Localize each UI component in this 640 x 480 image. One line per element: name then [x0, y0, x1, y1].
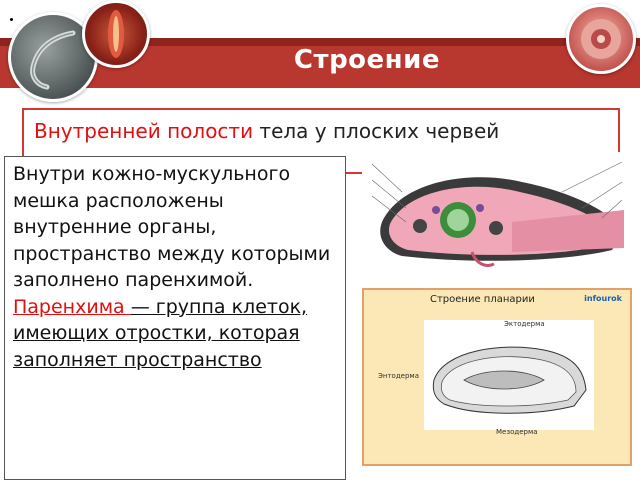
label-ectoderm: Эктодерма: [504, 320, 545, 328]
description-box: Внутри кожно-мускульного мешка расположе…: [4, 156, 346, 480]
infourok-logo: infourok: [584, 294, 622, 303]
label-entoderm: Энтодерма: [378, 372, 419, 380]
intro-text: Внутренней полости тела у плоских червей: [34, 118, 618, 144]
worm-section-photo: [82, 0, 150, 68]
term-definition: — группа клеток, имеющих отростки, котор…: [13, 295, 308, 371]
flatworm-section-diagram: [362, 152, 632, 280]
decor-dot: [10, 18, 13, 21]
cross-section-photo: [566, 4, 636, 74]
planaria-figure-title: Строение планарии: [430, 294, 535, 305]
intro-highlight: Внутренней полости: [34, 119, 254, 143]
planaria-drawing: [424, 320, 594, 430]
term-parenchyma: Паренхима: [13, 295, 131, 318]
title-band-accent: [0, 38, 640, 46]
label-mesoderm: Мезодерма: [496, 428, 538, 436]
body-text: Внутри кожно-мускульного мешка расположе…: [13, 163, 331, 291]
description-text: Внутри кожно-мускульного мешка расположе…: [13, 161, 339, 373]
intro-rest: тела у плоских червей: [253, 119, 500, 143]
planaria-figure: Строение планарии infourok Эктодерма Энт…: [362, 288, 632, 466]
slide-title: Строение: [293, 45, 440, 75]
